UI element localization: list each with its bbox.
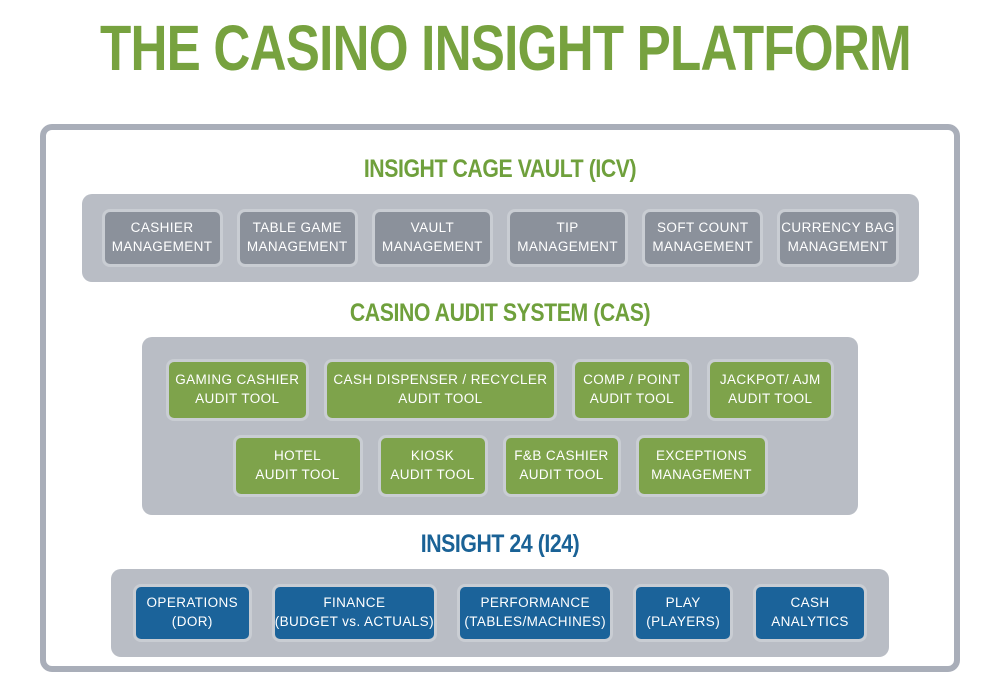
- box-cashier-management: CASHIER MANAGEMENT: [101, 208, 223, 267]
- icv-module-tray: CASHIER MANAGEMENT TABLE GAME MANAGEMENT…: [81, 193, 919, 282]
- box-label-line2: (TABLES/MACHINES): [464, 613, 606, 629]
- box-label-line1: EXCEPTIONS: [655, 448, 748, 464]
- box-kiosk-audit-tool: KIOSK AUDIT TOOL: [377, 435, 488, 497]
- box-hotel-audit-tool: HOTEL AUDIT TOOL: [232, 435, 363, 497]
- cas-row-1: GAMING CASHIER AUDIT TOOL CASH DISPENSER…: [166, 359, 834, 421]
- box-label-line2: AUDIT TOOL: [589, 391, 675, 406]
- box-comp-point-audit-tool: COMP / POINT AUDIT TOOL: [572, 359, 692, 421]
- box-label-line1: VAULT: [410, 219, 455, 235]
- box-label-line1: OPERATIONS: [146, 594, 239, 610]
- box-vault-management: VAULT MANAGEMENT: [371, 208, 494, 267]
- box-label-line2: MANAGEMENT: [111, 238, 213, 254]
- box-fb-cashier-audit-tool: F&B CASHIER AUDIT TOOL: [502, 435, 621, 497]
- box-label-line1: COMP / POINT: [583, 372, 681, 388]
- box-label-line1: TABLE GAME: [252, 219, 342, 235]
- casino-insight-platform-diagram: THE CASINO INSIGHT PLATFORM INSIGHT CAGE…: [0, 12, 1000, 692]
- box-cash-dispenser-recycler-audit-tool: CASH DISPENSER / RECYCLER AUDIT TOOL: [323, 359, 558, 421]
- box-label-line1: FINANCE: [323, 594, 386, 610]
- box-tip-management: TIP MANAGEMENT: [507, 208, 629, 267]
- box-label-line2: MANAGEMENT: [382, 238, 483, 254]
- box-label-line2: AUDIT TOOL: [255, 467, 340, 482]
- box-label-line1: PLAY: [665, 594, 701, 610]
- box-label-line1: SOFT COUNT: [657, 219, 749, 235]
- box-label-line2: AUDIT TOOL: [398, 391, 483, 406]
- box-cash-analytics: CASH ANALYTICS: [753, 583, 867, 642]
- box-label-line2: AUDIT TOOL: [390, 467, 475, 482]
- cas-module-tray: GAMING CASHIER AUDIT TOOL CASH DISPENSER…: [142, 337, 858, 515]
- box-label-line1: CASHIER: [130, 219, 194, 235]
- box-label-line2: MANAGEMENT: [787, 238, 889, 254]
- box-exceptions-management: EXCEPTIONS MANAGEMENT: [635, 435, 768, 497]
- box-label-line1: CASH: [790, 594, 830, 610]
- box-performance-tables-machines: PERFORMANCE (TABLES/MACHINES): [457, 583, 614, 642]
- box-label-line1: CASH DISPENSER / RECYCLER: [333, 372, 548, 388]
- box-label-line2: AUDIT TOOL: [195, 391, 280, 406]
- box-label-line1: TIP: [556, 219, 579, 235]
- cas-row-2: HOTEL AUDIT TOOL KIOSK AUDIT TOOL F&B CA…: [166, 435, 834, 497]
- box-label-line1: KIOSK: [410, 448, 455, 464]
- box-label-line2: ANALYTICS: [771, 613, 849, 629]
- box-label-line2: MANAGEMENT: [651, 467, 752, 482]
- box-label-line1: CURRENCY BAG: [781, 219, 895, 235]
- box-table-game-management: TABLE GAME MANAGEMENT: [236, 208, 358, 267]
- section-heading-i24: INSIGHT 24 (I24): [420, 530, 580, 558]
- box-label-line1: GAMING CASHIER: [175, 372, 300, 388]
- box-label-line2: (DOR): [171, 613, 213, 629]
- box-label-line2: MANAGEMENT: [652, 238, 754, 254]
- box-play-players: PLAY (PLAYERS): [633, 583, 734, 642]
- box-finance-budget-vs-actuals: FINANCE (BUDGET vs. ACTUALS): [271, 583, 438, 642]
- box-label-line2: AUDIT TOOL: [728, 391, 813, 406]
- box-label-line2: (BUDGET vs. ACTUALS): [274, 613, 434, 629]
- i24-module-tray: OPERATIONS (DOR) FINANCE (BUDGET vs. ACT…: [111, 568, 889, 657]
- box-operations-dor: OPERATIONS (DOR): [133, 583, 252, 642]
- box-label-line2: (PLAYERS): [646, 613, 721, 629]
- section-heading-icv: INSIGHT CAGE VAULT (ICV): [363, 155, 637, 183]
- box-label-line1: HOTEL: [273, 448, 321, 464]
- box-label-line2: MANAGEMENT: [246, 238, 348, 254]
- box-label-line2: AUDIT TOOL: [519, 467, 604, 482]
- page-title: THE CASINO INSIGHT PLATFORM: [100, 12, 912, 84]
- box-label-line1: F&B CASHIER: [514, 448, 609, 464]
- box-currency-bag-management: CURRENCY BAG MANAGEMENT: [777, 208, 899, 267]
- box-label-line2: MANAGEMENT: [517, 238, 618, 254]
- box-label-line1: JACKPOT/ AJM: [719, 372, 821, 388]
- box-gaming-cashier-audit-tool: GAMING CASHIER AUDIT TOOL: [166, 359, 309, 421]
- box-jackpot-ajm-audit-tool: JACKPOT/ AJM AUDIT TOOL: [706, 359, 834, 421]
- platform-frame: INSIGHT CAGE VAULT (ICV) CASHIER MANAGEM…: [40, 124, 960, 672]
- section-heading-cas: CASINO AUDIT SYSTEM (CAS): [349, 298, 651, 327]
- box-soft-count-management: SOFT COUNT MANAGEMENT: [642, 208, 764, 267]
- box-label-line1: PERFORMANCE: [480, 594, 590, 610]
